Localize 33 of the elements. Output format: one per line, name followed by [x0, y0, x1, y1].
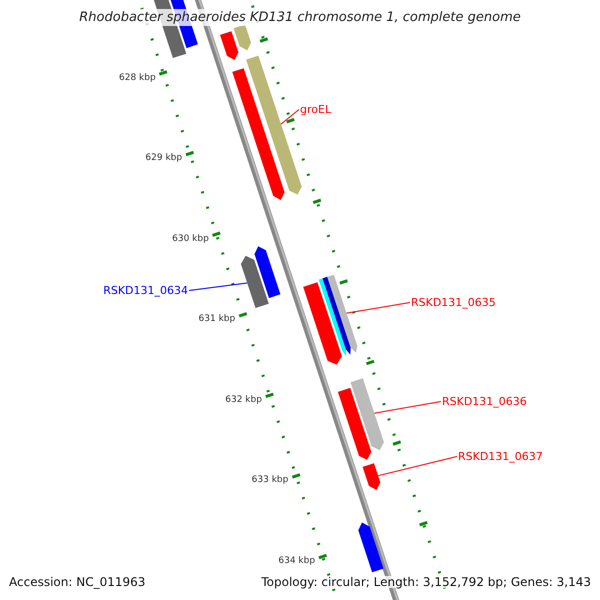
gene-label: groEL	[300, 104, 332, 115]
gene-feature	[358, 522, 384, 572]
scale-label: 633 kbp	[252, 476, 288, 485]
gene-feature	[362, 463, 380, 490]
gene-feature	[350, 378, 384, 450]
gene-feature	[254, 246, 280, 298]
gene-label: RSKD131_0634	[103, 285, 188, 296]
gene-feature	[303, 282, 342, 365]
genome-summary: Topology: circular; Length: 3,152,792 bp; Genes: 3,143	[261, 576, 591, 588]
gene-label: RSKD131_0637	[458, 451, 543, 462]
scale-label: 629 kbp	[145, 154, 182, 163]
gene-label: RSKD131_0635	[411, 297, 496, 308]
leader-line	[188, 282, 248, 291]
scale-label: 634 kbp	[278, 556, 316, 566]
gene-feature	[220, 31, 238, 60]
gene-feature	[318, 278, 346, 356]
leader-line	[378, 456, 458, 476]
gene-feature	[246, 56, 302, 195]
leader-line	[280, 109, 300, 125]
leader-line	[374, 401, 442, 414]
gene-feature	[240, 256, 269, 308]
gene-feature	[232, 68, 285, 200]
gene-feature	[338, 388, 372, 460]
gene-label: RSKD131_0636	[442, 396, 527, 407]
gene-feature	[234, 24, 251, 50]
gene-feature	[322, 276, 351, 355]
accession-text: Accession: NC_011963	[9, 576, 146, 588]
scale-label: 630 kbp	[172, 234, 209, 244]
scale-label: 632 kbp	[225, 396, 262, 405]
scale-label: 628 kbp	[119, 74, 156, 83]
leader-line	[346, 302, 410, 314]
scale-label: 631 kbp	[198, 314, 236, 324]
gene-feature	[327, 274, 358, 353]
